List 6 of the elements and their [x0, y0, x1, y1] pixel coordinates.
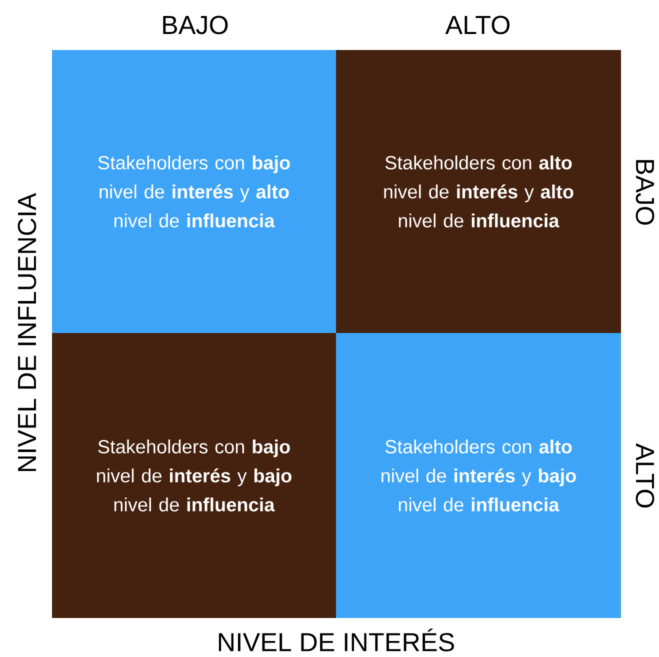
- axis-title: NIVEL DE INTERÉS: [218, 628, 454, 652]
- quadrant-box: Stakeholders con alto nivel de interés y bajo nivel de influencia: [336, 333, 621, 618]
- quadrant-box: Stakeholders con bajo nivel de interés y alto nivel de influencia: [52, 50, 336, 333]
- quadrant-box: Stakeholders con bajo nivel de interés y bajo nivel de influencia: [52, 333, 336, 618]
- axis-title: NIVEL DE INFLUENCIA: [18, 192, 36, 472]
- quadrant-box: Stakeholders con alto nivel de interés y alto nivel de influencia: [336, 50, 621, 333]
